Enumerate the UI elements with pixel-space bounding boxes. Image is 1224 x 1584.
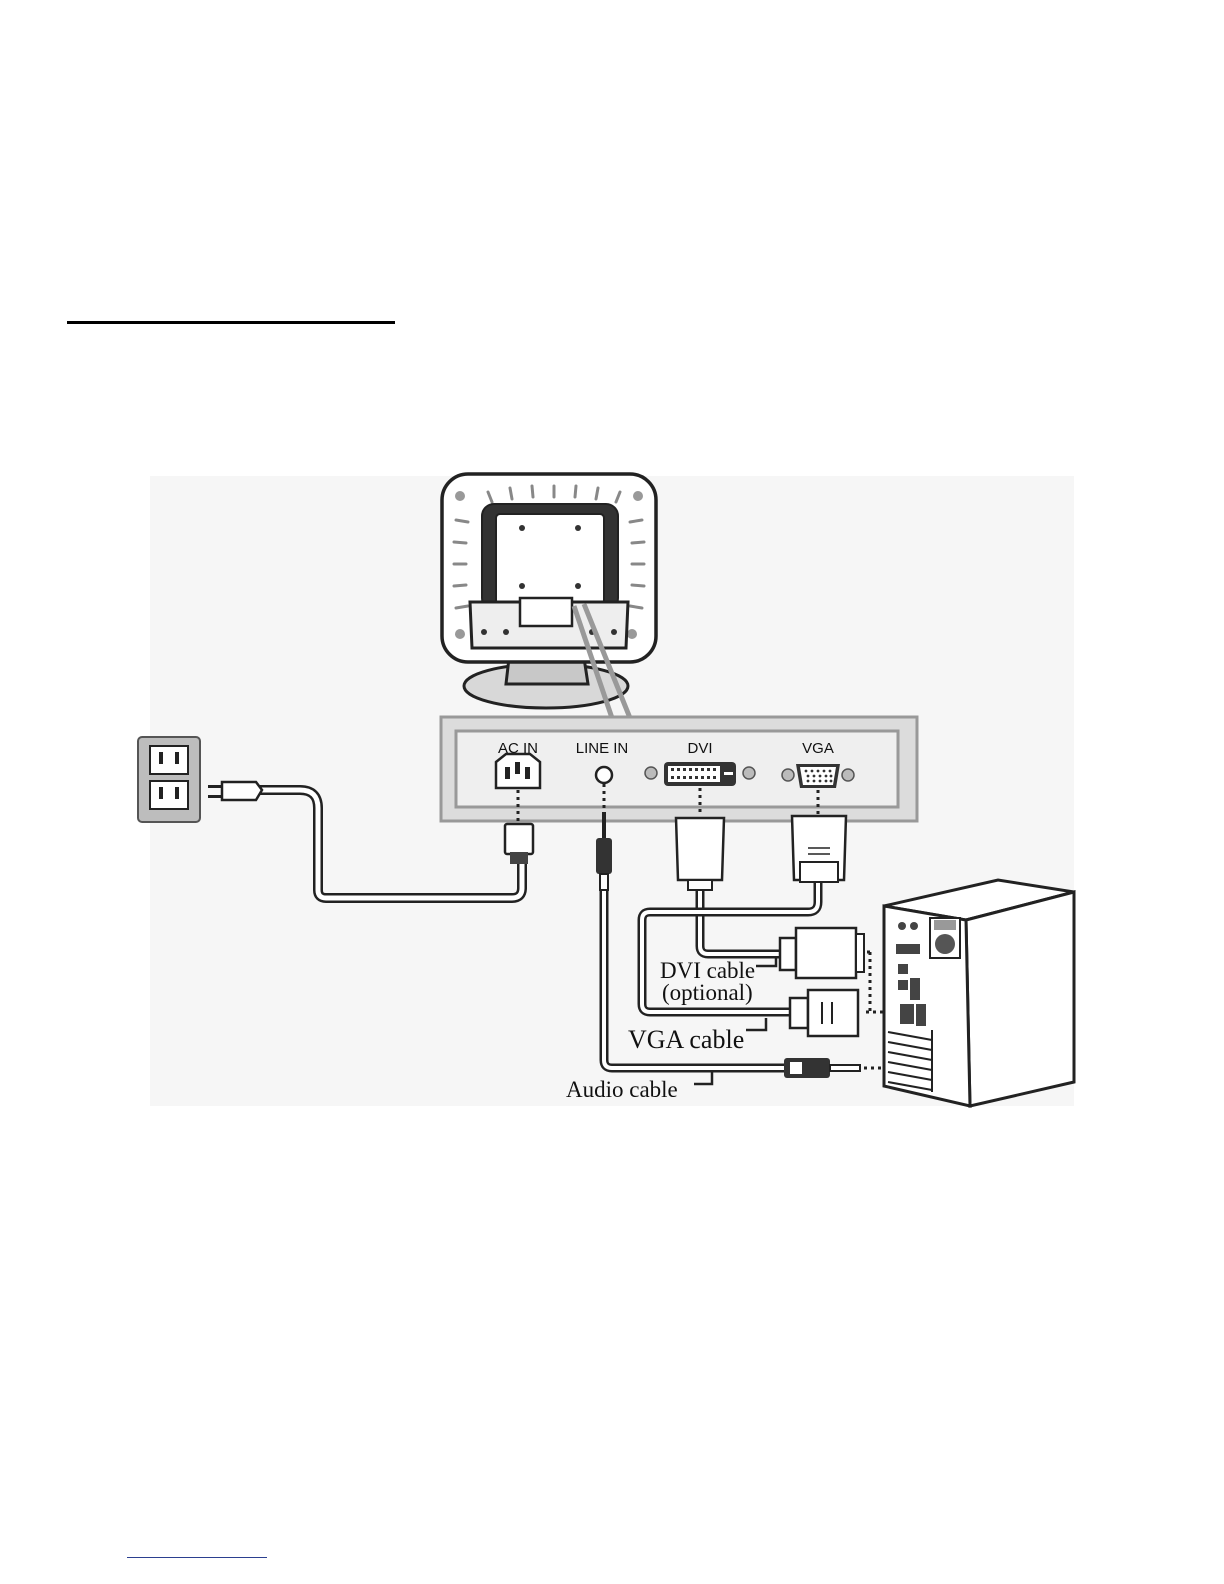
dvi-label: DVI xyxy=(687,740,712,757)
line-in-label: LINE IN xyxy=(576,740,629,757)
ac-in-label: AC IN xyxy=(498,740,538,757)
vga-cable-label: VGA cable xyxy=(628,1025,744,1054)
ac-in-port-icon xyxy=(496,754,540,788)
wall-outlet xyxy=(138,737,200,822)
connector-panel: AC IN LINE IN DVI VGA xyxy=(441,717,917,821)
dvi-cable-optional-label: (optional) xyxy=(662,980,753,1005)
line-in-port-icon xyxy=(596,767,612,783)
audio-cable-label: Audio cable xyxy=(566,1077,678,1102)
pc-tower xyxy=(884,880,1074,1106)
vga-label: VGA xyxy=(802,740,834,757)
